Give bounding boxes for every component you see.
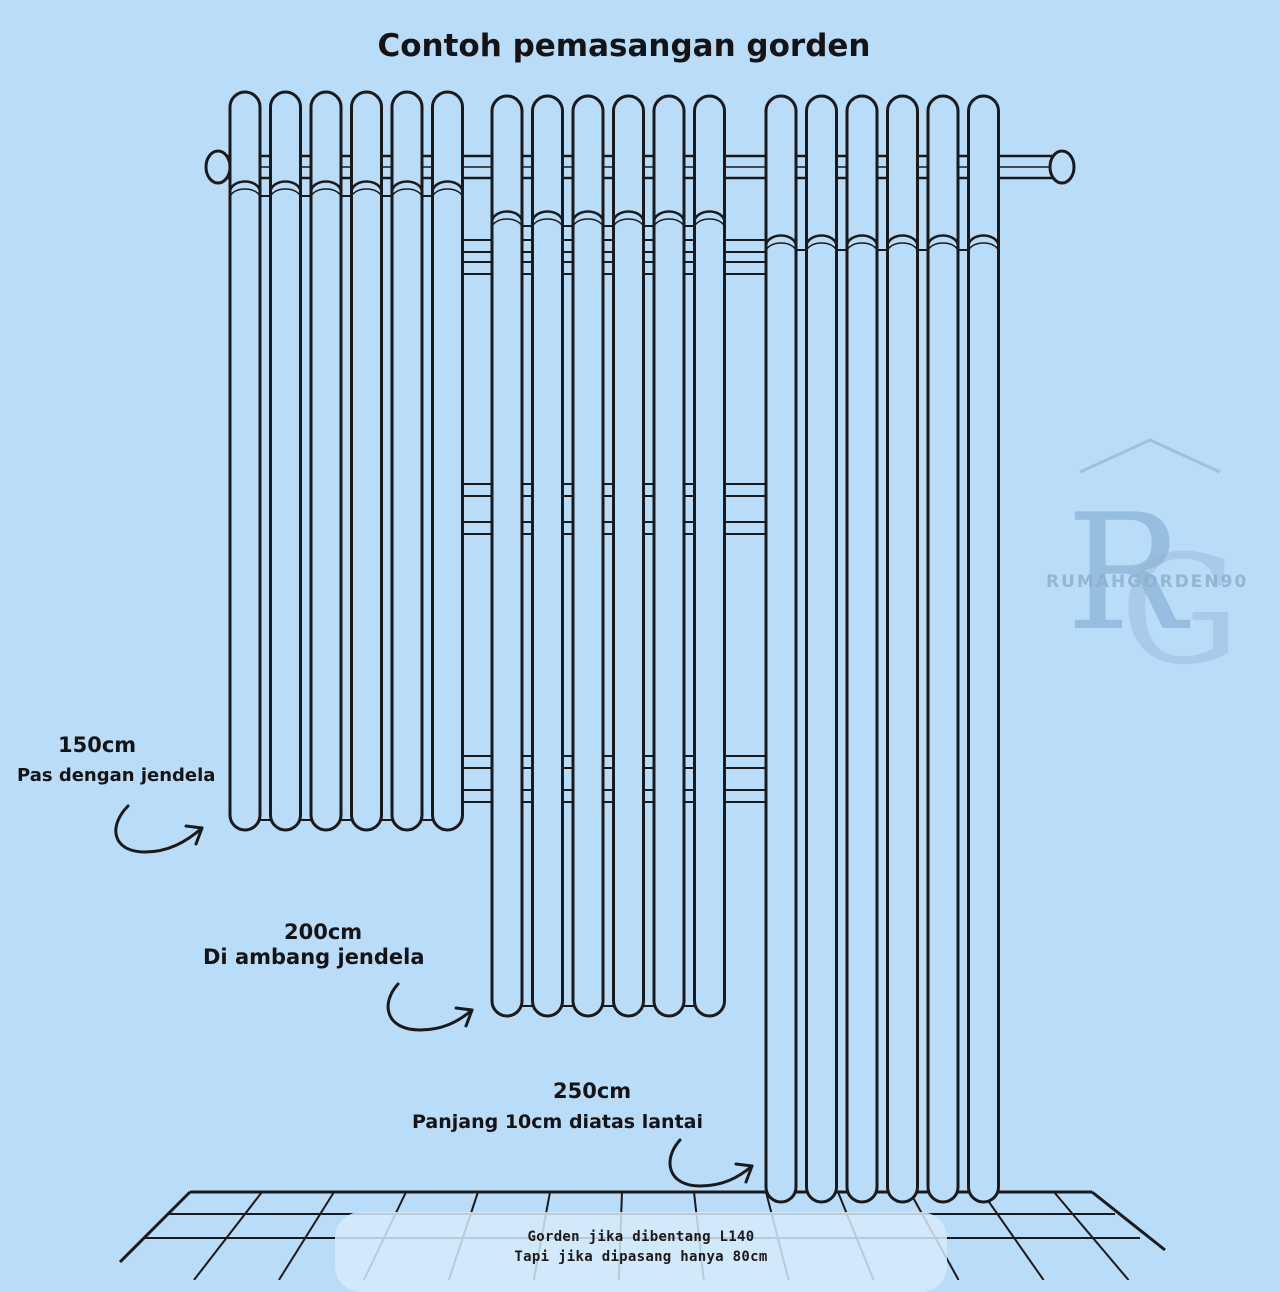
curtain-fold [391,188,423,199]
floor-line [981,1191,1045,1280]
arrow-150 [114,804,204,854]
floor-left-edge [118,1190,192,1264]
floor-right-edge [1091,1190,1166,1252]
curtain-fold [269,180,302,193]
curtain-pleat [350,90,383,832]
curtain-pleat [764,94,798,1204]
curtain-fold [228,180,262,193]
curtain-pleat [269,90,302,832]
curtain-pleat [571,94,605,1018]
curtain-fold [612,210,645,223]
note-line-2: Tapi jika dipasang hanya 80cm [514,1249,768,1265]
floor-line [278,1191,335,1280]
curtain-pleat [531,94,564,1018]
label-200-length: 200cm [284,920,363,944]
curtain-fold [531,210,564,223]
label-150-desc: Pas dengan jendela [17,765,216,786]
curtain-fold [764,234,798,247]
curtain-fold [572,218,604,229]
curtain-fold [886,242,919,253]
curtain-pleat [967,94,1000,1204]
arrow-250 [668,1138,754,1188]
label-250-length: 250cm [553,1079,632,1103]
arrow-shaft [668,1138,754,1188]
curtain-fold [652,210,686,223]
curtain-pleat [926,94,960,1204]
curtain-fold [309,180,343,193]
curtain-pleat [652,94,686,1018]
curtain-fold [693,218,726,229]
curtain-fold [491,218,523,229]
curtain-fold [967,234,1000,247]
arrow-head [184,824,204,846]
label-150-length: 150cm [58,733,137,757]
curtain-fold [765,242,797,253]
curtain-fold [229,188,261,199]
curtain-pleat [490,94,524,1018]
watermark-text: RUMAHGORDEN90 [1046,572,1249,592]
arrow-shaft [386,982,474,1032]
curtain-panel-150 [228,90,464,832]
curtain-fold [693,210,726,223]
curtain-fold [845,234,879,247]
arrow-shaft [114,804,204,854]
curtain-fold [269,188,302,199]
curtain-pleat [693,94,726,1018]
curtain-fold [926,234,960,247]
curtain-fold [431,180,464,193]
curtain-pleat [309,90,343,832]
arrow-head [454,1006,474,1028]
curtain-fold [653,218,685,229]
note-line-1: Gorden jika dibentang L140 [527,1229,755,1245]
curtain-pleat [612,94,645,1018]
curtain-fold [490,210,524,223]
watermark-logo: R G [1066,438,1240,698]
rod-finial-right [1048,149,1076,185]
floor-line [1053,1191,1130,1280]
curtain-pleat [431,90,464,832]
label-250-desc: Panjang 10cm diatas lantai [412,1111,703,1133]
curtain-panel-250 [764,94,1000,1204]
curtain-fold [350,180,383,193]
arrows [114,804,754,1188]
curtain-fold [967,242,1000,253]
curtain-pleat [805,94,838,1204]
curtain-fold [927,242,959,253]
rod-finial-left [204,149,232,185]
curtains [228,90,1000,1204]
curtain-fold [390,180,424,193]
curtain-fold [805,242,838,253]
note-box [335,1212,947,1292]
curtain-fold [350,188,383,199]
curtain-fold [846,242,878,253]
watermark-monogram-g: G [1120,524,1240,698]
curtain-fold [571,210,605,223]
floor-line [193,1191,263,1280]
curtain-fold [886,234,919,247]
curtain-fold [310,188,342,199]
watermark-monogram-r: R [1066,479,1191,666]
curtain-pleat [845,94,879,1204]
arrow-200 [386,982,474,1032]
page-title: Contoh pemasangan gorden [377,28,871,64]
curtain-panel-200 [490,94,726,1018]
label-200-desc: Di ambang jendela [203,945,425,969]
curtain-fold [805,234,838,247]
curtain-fold [531,218,564,229]
curtain-fold [431,188,464,199]
curtain-pleat [228,90,262,832]
arrow-head [734,1162,754,1184]
curtain-pleat [390,90,424,832]
curtain-pleat [886,94,919,1204]
curtain-fold [612,218,645,229]
